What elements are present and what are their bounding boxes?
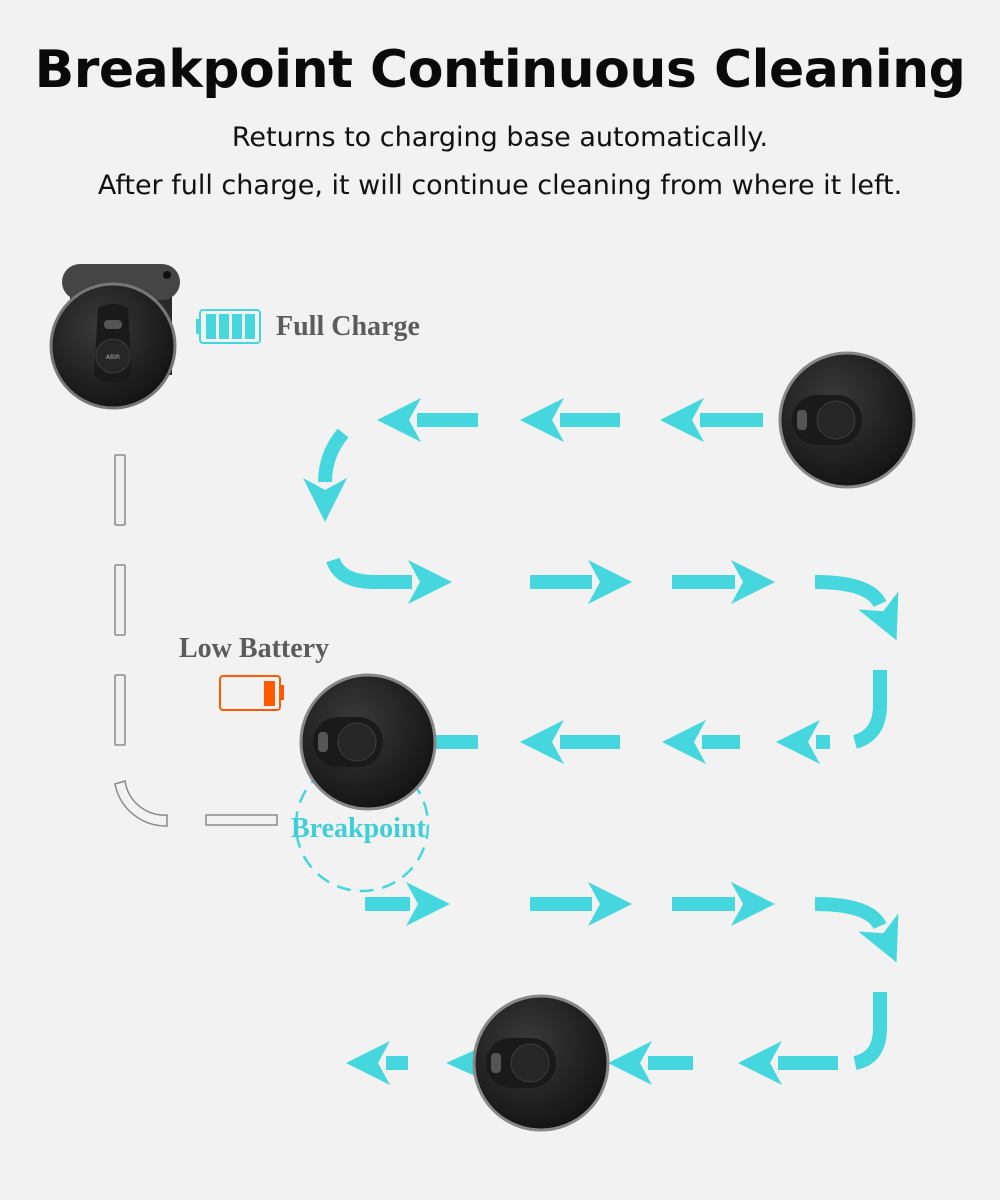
robot-resumed [472, 994, 610, 1132]
robot-breakpoint [299, 673, 437, 811]
arrow-curve-down [303, 428, 349, 522]
arrow-head-partial [446, 1050, 475, 1076]
subtitle-line-1: Returns to charging base automatically. [231, 122, 769, 153]
battery-low-icon [219, 675, 284, 711]
return-dash [205, 814, 278, 826]
arrow-curve-right [326, 557, 452, 604]
robot-logo: ABIR [106, 354, 120, 361]
return-path [114, 454, 278, 827]
return-dash [114, 564, 126, 636]
robot-start [778, 351, 916, 489]
arrow-curve-down [814, 575, 899, 641]
arrow-curve [853, 992, 887, 1070]
full-charge-label: Full Charge [276, 311, 420, 342]
robot-docked: ABIR [49, 282, 177, 410]
subtitle-line-2: After full charge, it will continue clea… [97, 170, 903, 201]
page-title: Breakpoint Continuous Cleaning [34, 40, 966, 100]
breakpoint-label: Breakpoint [291, 813, 426, 844]
arrow-curve-down [814, 897, 899, 963]
return-dash-curve [114, 780, 168, 827]
low-battery-label: Low Battery [179, 633, 330, 664]
cleaning-arrows [303, 398, 899, 1085]
battery-full-icon [196, 309, 261, 344]
arrow-curve [852, 670, 887, 749]
return-dash [114, 454, 126, 526]
return-dash [114, 674, 126, 746]
